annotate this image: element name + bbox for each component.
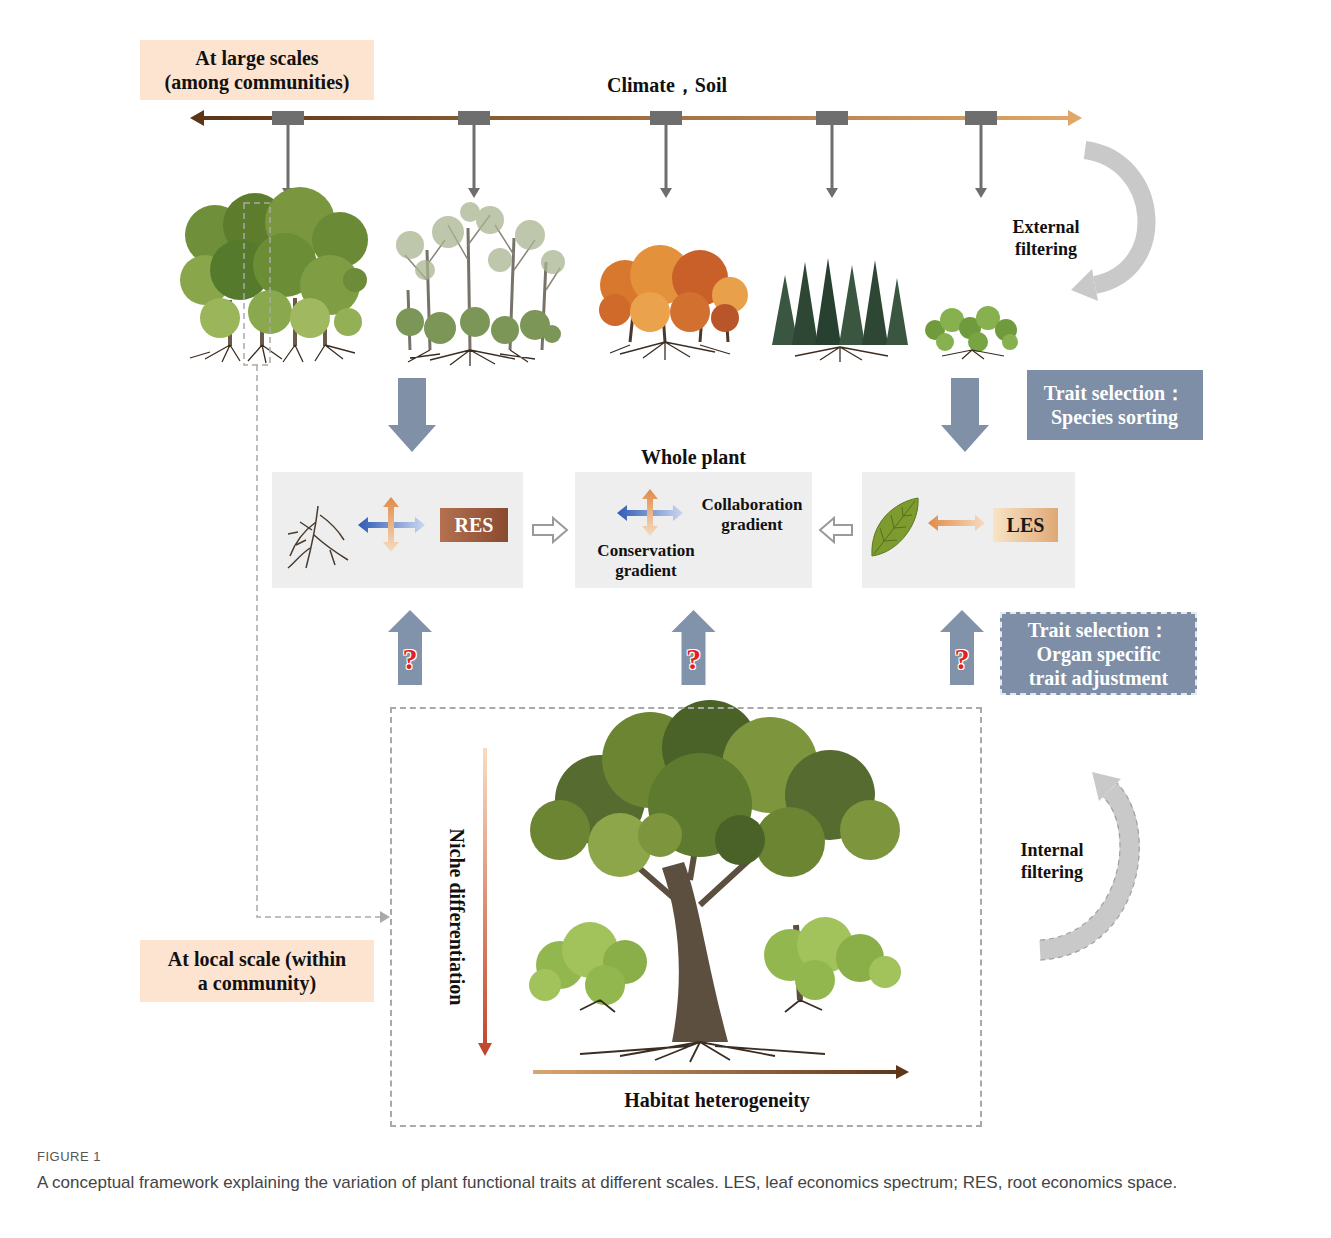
block-arrow xyxy=(940,610,984,685)
node-text: Whole plant xyxy=(575,445,812,469)
scale-link-line xyxy=(257,365,390,923)
node-text: Habitat heterogeneity xyxy=(624,1088,810,1112)
leaf-panel: LES xyxy=(862,472,1075,588)
block-arrow xyxy=(672,610,716,685)
root-icon xyxy=(288,506,348,568)
node-text: Niche differentiation xyxy=(445,829,469,1006)
scale-label-box: At local scale (within a community) xyxy=(140,940,374,1002)
root-panel: RES xyxy=(272,472,523,588)
gradient-arrow xyxy=(928,515,985,531)
climate-gradient-arrow xyxy=(190,110,1082,198)
node-text: Trait selection：Organ specific trait adj… xyxy=(1018,618,1180,690)
forest-tree-5 xyxy=(925,306,1018,359)
forest-tree-4 xyxy=(772,258,908,362)
les-box: LES xyxy=(993,508,1058,542)
niche-gradient-arrow xyxy=(478,748,492,1056)
forest-tree-2 xyxy=(396,202,565,366)
scale-label-box: At large scales (among communities) xyxy=(140,40,374,100)
annotation-label: FIGURE 1 xyxy=(37,1149,101,1164)
edge-label: ? xyxy=(403,641,418,677)
gradient-arrow xyxy=(383,497,399,552)
trait-selection-box: Trait selection：Organ specific trait adj… xyxy=(1000,612,1197,695)
leaf-icon xyxy=(872,498,918,556)
hollow-arrow xyxy=(820,518,852,542)
panel-ground xyxy=(272,472,1075,588)
forest-tree-3 xyxy=(599,245,748,360)
annotation-label: Internal filtering xyxy=(1006,840,1098,883)
node-text: Collaboration gradient xyxy=(693,495,811,536)
node-text: At large scales (among communities) xyxy=(161,46,353,94)
edge-label: ? xyxy=(955,641,970,677)
annotation-label: Climate，Soil xyxy=(607,73,727,97)
trait-selection-box: Trait selection：Species sorting xyxy=(1027,370,1203,440)
annotation-label: External filtering xyxy=(1000,217,1092,260)
whole-plant-panel: Whole plantCollaboration gradientConserv… xyxy=(575,445,812,588)
gradient-arrow xyxy=(642,489,658,536)
node-text: Conservation gradient xyxy=(587,541,705,582)
external-filtering-arrow xyxy=(1071,150,1146,301)
node-text: RES xyxy=(455,513,494,537)
res-box: RES xyxy=(440,508,508,542)
community-tree xyxy=(529,700,901,1062)
node-text: LES xyxy=(1007,513,1045,537)
forest-tree-1 xyxy=(180,187,368,365)
figure-caption: A conceptual framework explaining the va… xyxy=(37,1171,1187,1194)
node-text: Trait selection：Species sorting xyxy=(1035,381,1195,429)
edge-label: ? xyxy=(686,641,701,677)
block-arrow xyxy=(388,610,432,685)
hollow-arrow xyxy=(533,518,567,542)
species-sorting-arrow xyxy=(388,378,989,452)
node-text: At local scale (within a community) xyxy=(161,947,353,995)
local-community-box: Niche differentiationHabitat heterogenei… xyxy=(390,707,982,1127)
habitat-gradient-arrow xyxy=(533,1065,909,1079)
